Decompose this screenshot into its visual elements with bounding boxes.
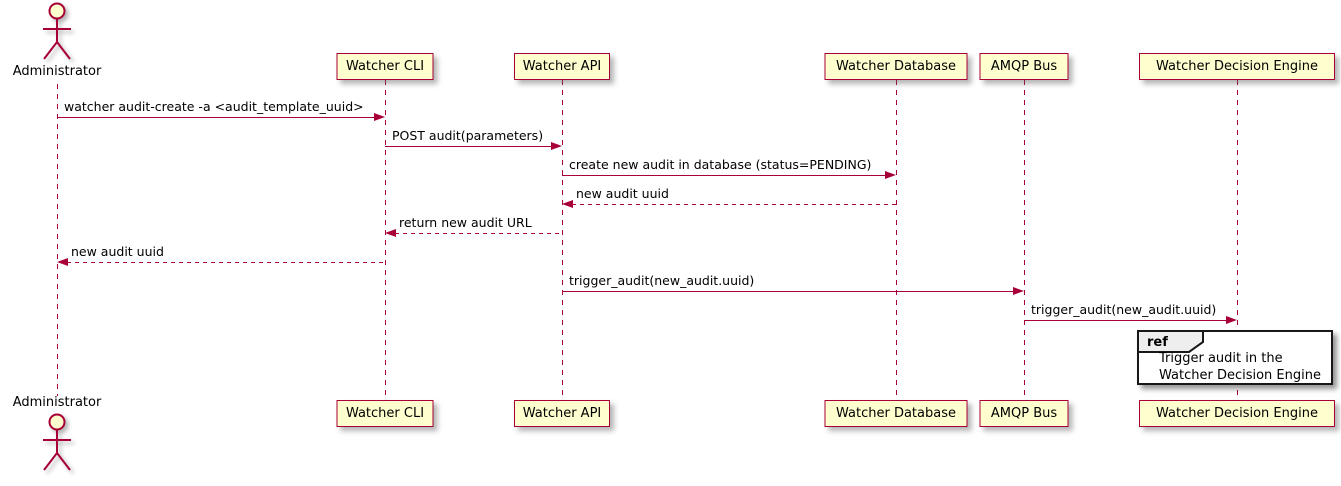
message-label-4: new audit uuid <box>576 186 669 201</box>
message-line-6 <box>67 262 385 263</box>
participant-bottom-watcher-cli: Watcher CLI <box>336 400 434 427</box>
participant-top-watcher-api: Watcher API <box>514 53 610 80</box>
lifeline-watcher-decision-engine <box>1237 80 1238 400</box>
actor-label-administrator-top: Administrator <box>12 64 102 79</box>
participant-top-watcher-cli: Watcher CLI <box>336 53 434 80</box>
participant-bottom-watcher-database: Watcher Database <box>824 400 968 427</box>
message-label-1: watcher audit-create -a <audit_template_… <box>64 99 364 114</box>
participant-top-amqp-bus: AMQP Bus <box>979 53 1069 80</box>
message-line-2 <box>385 146 552 147</box>
participant-bottom-watcher-decision-engine: Watcher Decision Engine <box>1139 400 1335 427</box>
message-arrowhead-1 <box>374 113 385 121</box>
ref-fragment-text-line: Trigger audit in the <box>1159 351 1283 366</box>
message-arrowhead-6 <box>57 258 68 266</box>
ref-tab-label: ref <box>1147 335 1168 350</box>
participant-top-watcher-database: Watcher Database <box>824 53 968 80</box>
actor-figure-administrator-bottom <box>40 413 74 477</box>
message-label-7: trigger_audit(new_audit.uuid) <box>569 273 755 288</box>
message-arrowhead-8 <box>1226 316 1237 324</box>
message-arrowhead-3 <box>885 171 896 179</box>
message-line-7 <box>562 291 1014 292</box>
message-line-4 <box>572 204 896 205</box>
message-arrowhead-5 <box>385 229 396 237</box>
participant-bottom-watcher-api: Watcher API <box>514 400 610 427</box>
message-label-3: create new audit in database (status=PEN… <box>569 157 872 172</box>
message-line-5 <box>395 233 562 234</box>
message-label-2: POST audit(parameters) <box>392 128 544 143</box>
message-label-5: return new audit URL <box>399 215 532 230</box>
message-label-6: new audit uuid <box>71 244 164 259</box>
actor-figure-administrator-top <box>40 2 74 66</box>
message-arrowhead-7 <box>1013 287 1024 295</box>
message-line-8 <box>1024 320 1227 321</box>
message-arrowhead-4 <box>562 200 573 208</box>
participant-top-watcher-decision-engine: Watcher Decision Engine <box>1139 53 1335 80</box>
lifeline-watcher-cli <box>385 80 386 400</box>
lifeline-amqp-bus <box>1024 80 1025 400</box>
message-line-3 <box>562 175 886 176</box>
lifeline-watcher-database <box>896 80 897 400</box>
message-arrowhead-2 <box>551 142 562 150</box>
participant-bottom-amqp-bus: AMQP Bus <box>979 400 1069 427</box>
actor-label-administrator-bottom: Administrator <box>12 395 102 410</box>
message-line-1 <box>57 117 375 118</box>
lifeline-watcher-api <box>562 80 563 400</box>
ref-fragment-tab: ref <box>1137 330 1207 358</box>
lifeline-administrator <box>57 84 58 396</box>
message-label-8: trigger_audit(new_audit.uuid) <box>1031 302 1217 317</box>
ref-fragment-text-line: Watcher Decision Engine <box>1159 367 1321 383</box>
